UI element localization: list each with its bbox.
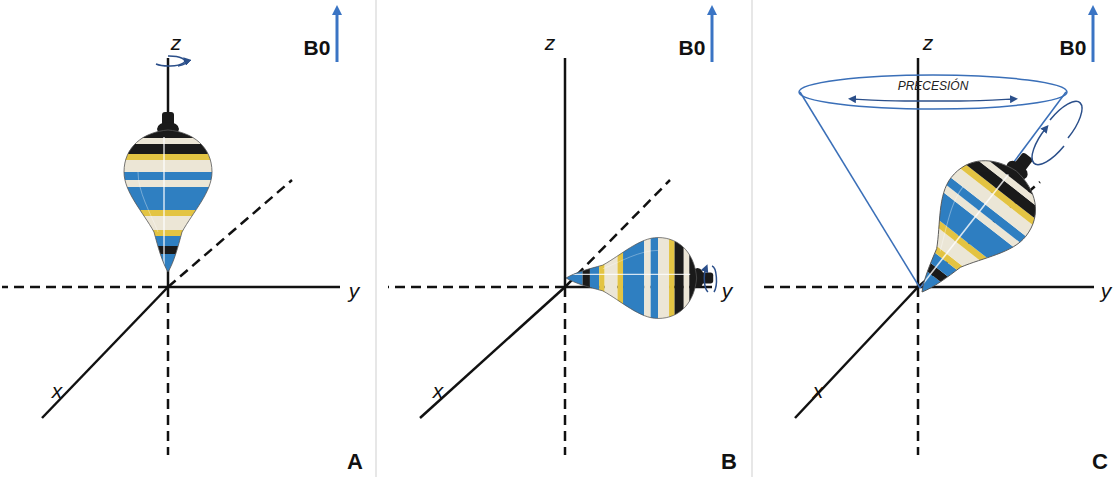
axis-label: z [545,32,556,53]
panel-letter: B [721,451,737,473]
precession-arrow [852,99,1014,101]
panel-letter: A [347,451,363,473]
spinning-top [118,112,218,274]
panel-letter: C [1092,451,1108,473]
axis-label: z [923,32,934,53]
axis-label: x [52,380,63,401]
spinning-top [564,232,713,324]
axis-label: y [349,280,360,301]
field-label: B0 [1060,37,1087,58]
spinning-top [878,123,1071,327]
panel-divider [752,0,753,477]
axis-label: x [813,380,824,401]
field-arrow [336,10,339,62]
field-arrow [711,10,714,62]
field-label: B0 [679,37,706,58]
axes-a [2,58,340,455]
panel-divider [376,0,377,477]
precession-cone [799,75,1067,288]
axis-label: x [433,380,444,401]
field-label: B0 [304,37,331,58]
field-arrow [1092,10,1095,62]
rotation-arrow [1032,101,1082,164]
axis-label: z [171,32,182,53]
axis-label: y [722,280,733,301]
axes-c [762,58,1094,455]
rotation-arrow [704,266,716,292]
rotation-arrow [156,56,187,66]
axis-label: y [1101,280,1112,301]
precession-label: PRECESIÓN [898,80,969,92]
